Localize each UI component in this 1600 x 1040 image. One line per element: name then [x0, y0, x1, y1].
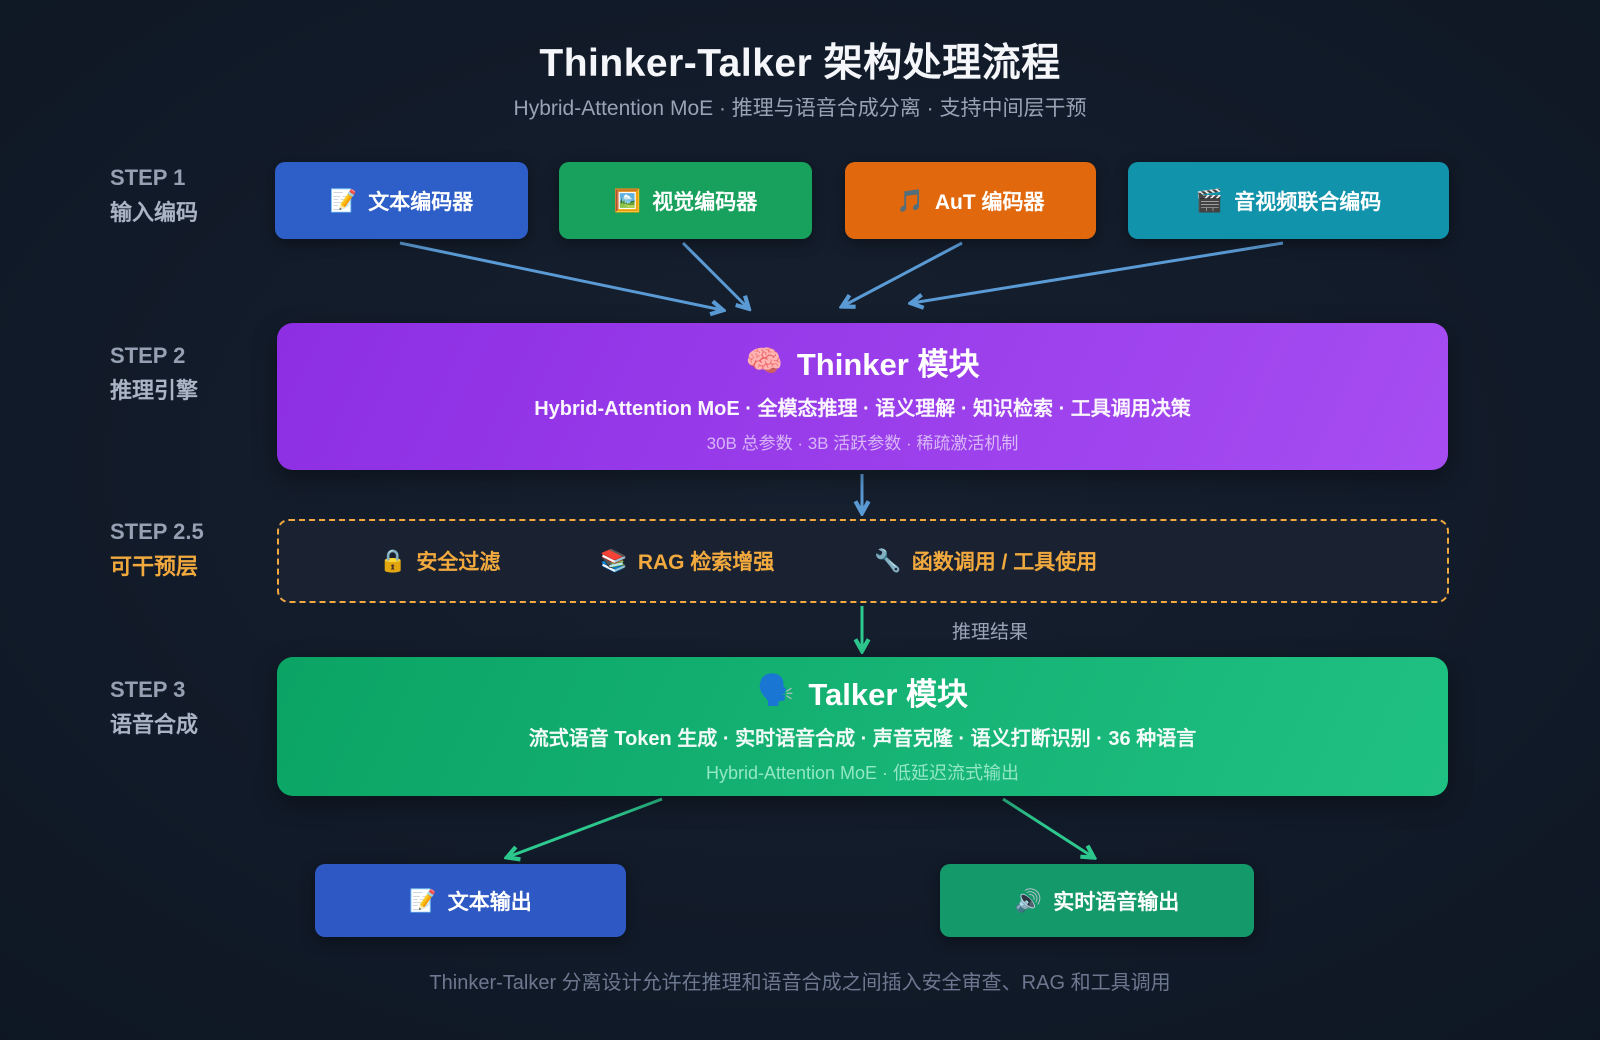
wrench-icon: 🔧	[874, 548, 902, 573]
text-encoder-label: 文本编码器	[368, 190, 474, 214]
thinker-parameters: 30B 总参数 · 3B 活跃参数 · 稀疏激活机制	[706, 434, 1019, 453]
step2-label: STEP 2 推理引擎	[110, 338, 198, 408]
talker-module-name: Talker 模块	[808, 676, 968, 712]
step2-number: STEP 2	[110, 343, 186, 368]
arrow-talker-to-text-output	[508, 797, 663, 857]
step1-name: 输入编码	[110, 200, 199, 225]
arrow-vision-encoder-to-thinker	[681, 241, 748, 308]
step3-number: STEP 3	[110, 677, 186, 702]
rag-retrieval-item: 📚 RAG 检索增强	[600, 546, 774, 576]
picture-icon: 🖼️	[613, 187, 642, 213]
text-encoder-box: 📝 文本编码器	[275, 162, 528, 239]
reasoning-result-label: 推理结果	[952, 622, 1029, 643]
lock-icon: 🔒	[379, 548, 407, 573]
speaker-icon: 🔊	[1014, 887, 1043, 913]
step2-5-name: 可干预层	[110, 554, 199, 579]
step3-name: 语音合成	[110, 712, 199, 737]
arrow-text-encoder-to-thinker	[399, 241, 722, 310]
step2-5-label: STEP 2.5 可干预层	[110, 514, 204, 584]
text-output-box: 📝 文本输出	[315, 864, 626, 937]
voice-output-box: 🔊 实时语音输出	[940, 864, 1254, 937]
page-subtitle: Hybrid-Attention MoE · 推理与语音合成分离 · 支持中间层…	[513, 97, 1087, 120]
safety-filter-item: 🔒 安全过滤	[379, 546, 500, 576]
aut-encoder-label: AuT 编码器	[934, 190, 1045, 214]
step3-label: STEP 3 语音合成	[110, 672, 198, 742]
function-call-item: 🔧 函数调用 / 工具使用	[874, 546, 1097, 576]
memo-icon: 📝	[329, 187, 358, 213]
arrow-av-encoder-to-thinker	[912, 241, 1284, 303]
thinker-module-box: 🧠 Thinker 模块 Hybrid-Attention MoE · 全模态推…	[277, 323, 1448, 470]
arrow-talker-to-voice-output	[1002, 797, 1093, 857]
thinker-capabilities: Hybrid-Attention MoE · 全模态推理 · 语义理解 · 知识…	[534, 398, 1191, 420]
talker-module-title: 🗣️ Talker 模块	[757, 669, 968, 714]
talker-capabilities: 流式语音 Token 生成 · 实时语音合成 · 声音克隆 · 语义打断识别 ·…	[528, 727, 1197, 750]
talker-architecture: Hybrid-Attention MoE · 低延迟流式输出	[705, 762, 1020, 783]
voice-output-label: 实时语音输出	[1053, 890, 1180, 914]
arrow-aut-encoder-to-thinker	[843, 241, 963, 306]
page-title: Thinker-Talker 架构处理流程	[539, 42, 1061, 85]
step2-name: 推理引擎	[110, 378, 199, 403]
vision-encoder-box: 🖼️ 视觉编码器	[559, 162, 812, 239]
footer-note: Thinker-Talker 分离设计允许在推理和语音合成之间插入安全审查、RA…	[429, 972, 1171, 994]
talker-module-box: 🗣️ Talker 模块 流式语音 Token 生成 · 实时语音合成 · 声音…	[277, 657, 1448, 796]
vision-encoder-label: 视觉编码器	[652, 190, 758, 214]
step2-5-number: STEP 2.5	[110, 519, 204, 544]
intervention-layer-box: 🔒 安全过滤 📚 RAG 检索增强 🔧 函数调用 / 工具使用	[277, 519, 1449, 603]
clapperboard-icon: 🎬	[1195, 187, 1224, 213]
step1-label: STEP 1 输入编码	[110, 160, 198, 230]
books-icon: 📚	[600, 548, 628, 573]
memo-icon: 📝	[409, 887, 437, 913]
av-joint-encoder-box: 🎬 音视频联合编码	[1128, 162, 1449, 239]
brain-icon: 🧠	[745, 344, 783, 378]
text-output-label: 文本输出	[447, 890, 532, 914]
safety-filter-label: 安全过滤	[416, 551, 501, 574]
aut-encoder-box: 🎵 AuT 编码器	[845, 162, 1096, 239]
function-call-label: 函数调用 / 工具使用	[911, 551, 1098, 574]
music-note-icon: 🎵	[896, 187, 924, 213]
thinker-module-name: Thinker 模块	[796, 347, 980, 382]
speaking-head-icon: 🗣️	[756, 674, 795, 707]
step1-number: STEP 1	[110, 165, 186, 190]
rag-retrieval-label: RAG 检索增强	[637, 551, 775, 574]
av-joint-encoder-label: 音视频联合编码	[1234, 190, 1382, 214]
thinker-module-title: 🧠 Thinker 模块	[746, 339, 980, 384]
